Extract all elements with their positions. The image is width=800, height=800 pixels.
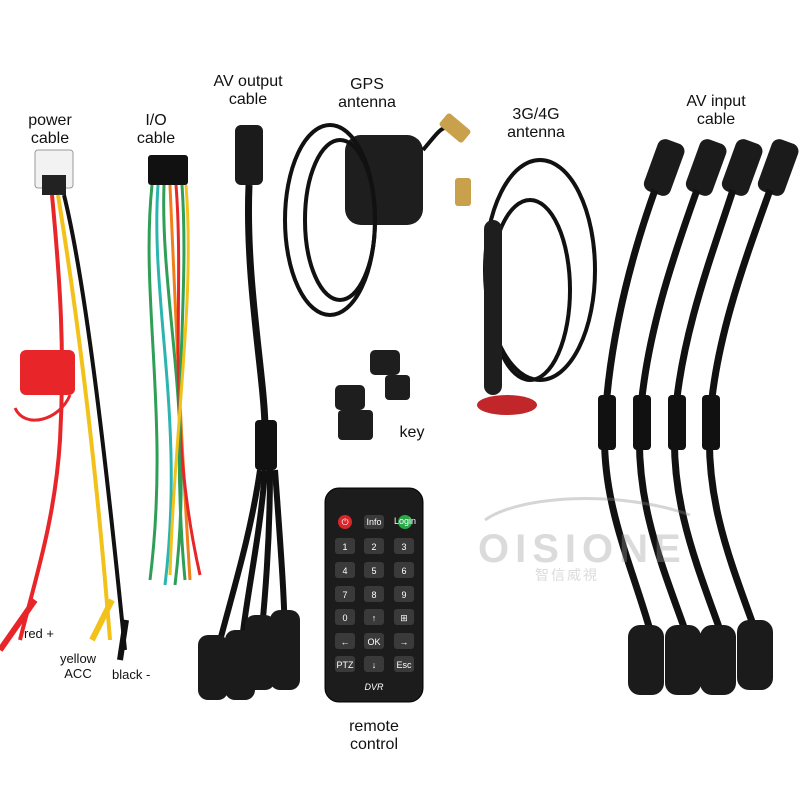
3g4g-antenna: [455, 158, 597, 415]
power-button[interactable]: [338, 515, 352, 529]
label-gps-antenna: GPS antenna: [338, 76, 396, 111]
label-av-input-cable: AV input cable: [686, 93, 746, 128]
keys: [335, 350, 410, 440]
remote-key-label: 9: [401, 590, 406, 600]
remote-key-label: ←: [341, 637, 350, 647]
remote-key-label: →: [400, 637, 409, 647]
remote-key-5[interactable]: [364, 562, 384, 578]
remote-key-4[interactable]: [335, 562, 355, 578]
label-io-cable: I/O cable: [136, 112, 176, 147]
black-wire: [62, 194, 127, 651]
gps-antenna: [283, 113, 471, 317]
remote-key-label: 0: [342, 613, 347, 623]
remote-key-9[interactable]: [394, 586, 414, 602]
remote-key-up[interactable]: [364, 609, 384, 625]
remote-key-ptz[interactable]: [335, 656, 355, 672]
av-output-connector: [235, 125, 263, 185]
remote-key-label: 4: [342, 566, 347, 576]
remote-key-7[interactable]: [335, 586, 355, 602]
io-connector: [148, 155, 188, 185]
remote-key-grid[interactable]: [394, 609, 414, 625]
sma-connector: [439, 113, 471, 143]
yellow-wire: [56, 194, 112, 641]
remote-key-label: 3: [401, 542, 406, 552]
remote-key-label: 1: [342, 542, 347, 552]
remote-control: ⏻ Info Login 1 2 3 4 5 6 7 8 9 0 ↑ ⊞ ← OK → PTZ ↓ Esc DVR: [324, 487, 424, 703]
watermark-cn: 智信威視: [535, 567, 599, 583]
remote-key-0[interactable]: [335, 609, 355, 625]
remote-key-label: 6: [401, 566, 406, 576]
info-button-label: Info: [366, 517, 381, 527]
remote-key-label: ⊞: [400, 613, 408, 623]
power-cable: [0, 149, 129, 661]
remote-key-6[interactable]: [394, 562, 414, 578]
io-cable: [147, 155, 202, 586]
remote-key-label: 8: [371, 590, 376, 600]
remote-key-down[interactable]: [364, 656, 384, 672]
red-wire: [18, 194, 64, 641]
remote-key-right[interactable]: [394, 633, 414, 649]
remote-keypad: 1 2 3 4 5 6 7 8 9 0 ↑ ⊞ ← OK → PTZ ↓ Esc: [335, 538, 414, 672]
info-button[interactable]: [364, 515, 384, 529]
remote-key-left[interactable]: [335, 633, 355, 649]
magnetic-base: [477, 395, 537, 415]
login-button[interactable]: [398, 515, 412, 529]
watermark-name: OISIONE: [478, 527, 687, 571]
av-input-cable-2: [633, 139, 727, 695]
remote-brand: DVR: [364, 682, 384, 692]
remote-key-label: 2: [371, 542, 376, 552]
remote-key-2[interactable]: [364, 538, 384, 554]
label-power-cable: power cable: [28, 112, 72, 147]
av-input-cable-1: [598, 139, 685, 695]
remote-key-label: 7: [342, 590, 347, 600]
remote-key-label: Esc: [396, 660, 412, 670]
remote-key-label: ↑: [372, 613, 377, 623]
av-output-cable: [198, 125, 300, 700]
label-yellow-wire: yellow ACC: [59, 651, 97, 681]
fuse-holder: [20, 350, 75, 395]
label-key: key: [399, 424, 425, 441]
login-button-label: Login: [394, 516, 416, 526]
av-input-cable-3: [668, 139, 763, 695]
svg-text:⏻: ⏻: [341, 517, 348, 527]
label-remote-control: remote control: [349, 718, 399, 753]
label-3g4g-antenna: 3G/4G antenna: [507, 106, 565, 141]
remote-key-label: PTZ: [337, 660, 355, 670]
remote-key-8[interactable]: [364, 586, 384, 602]
remote-key-esc[interactable]: [394, 656, 414, 672]
label-av-output-cable: AV output cable: [213, 73, 283, 108]
remote-key-label: ↓: [372, 660, 377, 670]
label-red-wire: red +: [24, 626, 54, 641]
antenna-whip: [484, 220, 502, 395]
remote-key-ok[interactable]: [364, 633, 384, 649]
remote-key-3[interactable]: [394, 538, 414, 554]
av-input-cables: [598, 139, 799, 695]
av-input-cable-4: [702, 139, 799, 690]
remote-key-label: 5: [371, 566, 376, 576]
watermark: OISIONE 智信威視: [478, 497, 691, 583]
remote-key-1[interactable]: [335, 538, 355, 554]
remote-key-label: OK: [367, 637, 380, 647]
label-black-wire: black -: [112, 667, 151, 682]
